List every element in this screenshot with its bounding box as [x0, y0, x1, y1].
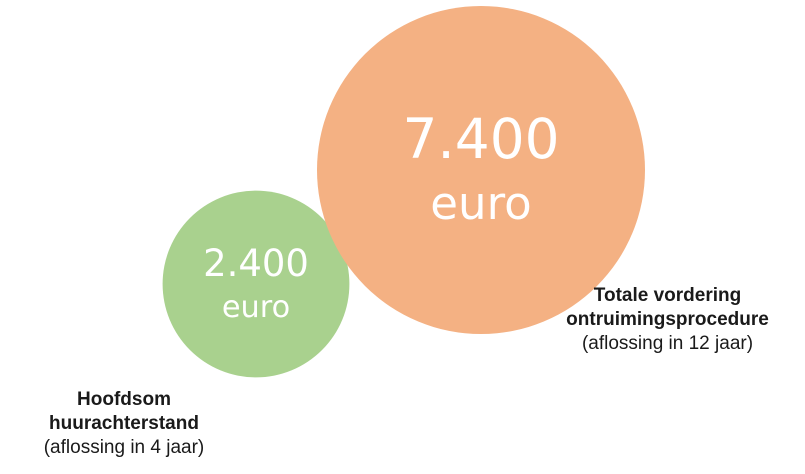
caption-total-claim: Totale vordering ontruimingsprocedure (a… — [545, 284, 790, 356]
bubble-total-claim — [317, 6, 645, 334]
caption-principal-line-1: Hoofdsom — [77, 389, 171, 410]
caption-total-claim-sub: (aflossing in 12 jaar) — [581, 333, 754, 354]
bubble-total-claim-unit: euro — [430, 177, 531, 230]
bubble-principal — [162, 190, 350, 378]
caption-principal-sub: (aflossing in 4 jaar) — [43, 437, 205, 458]
caption-total-claim-line-1: Totale vordering — [593, 285, 742, 306]
caption-principal: Hoofdsom huurachterstand (aflossing in 4… — [4, 388, 244, 460]
caption-total-claim-line-2: ontruimingsprocedure — [566, 309, 769, 330]
caption-principal-line-2: huurachterstand — [49, 413, 199, 434]
bubble-principal-value: 2.400 — [203, 242, 309, 285]
bubble-total-claim-value: 7.400 — [402, 107, 559, 171]
bubble-principal-unit: euro — [222, 290, 290, 325]
